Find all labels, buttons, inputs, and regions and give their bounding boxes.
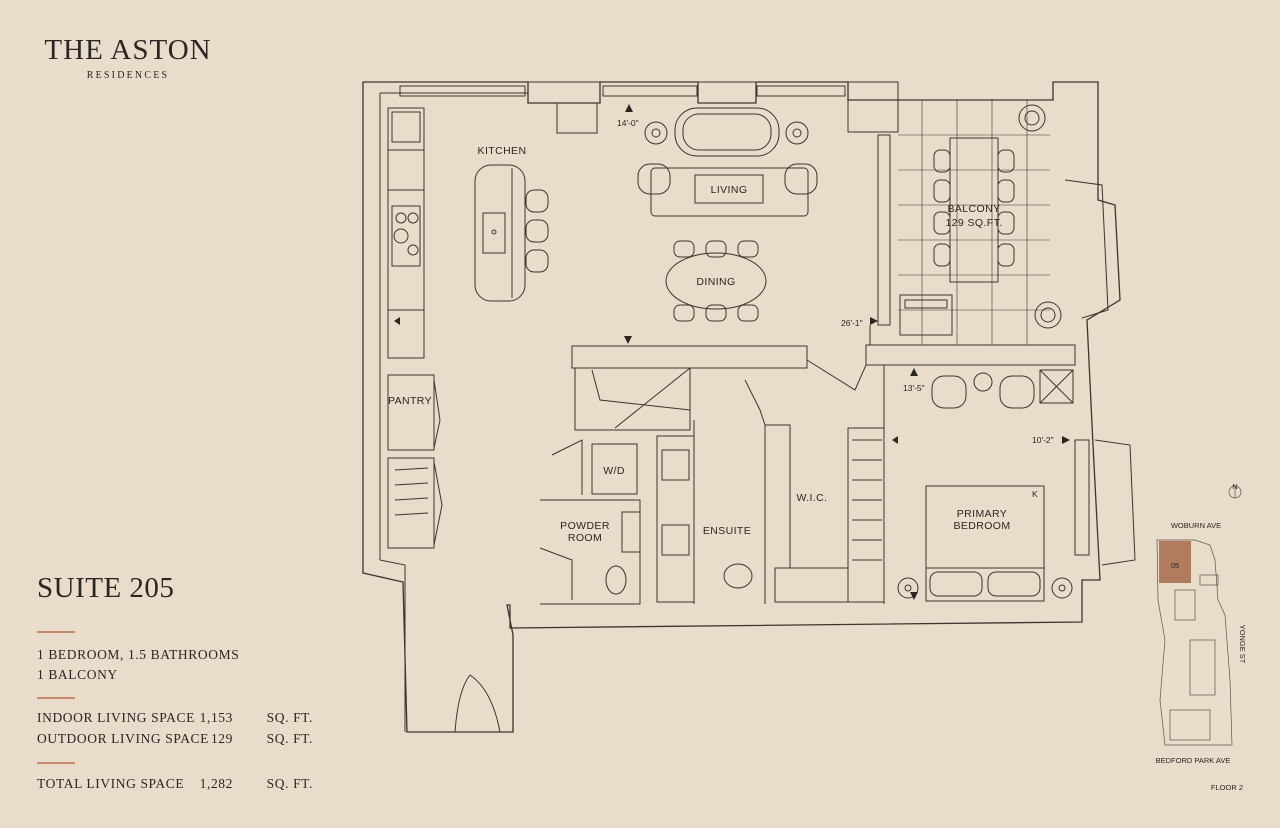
floor-label: FLOOR 2 xyxy=(1211,783,1243,792)
outdoor-unit: SQ. FT. xyxy=(266,731,313,746)
dimension-bedroom-width: 13'-5" xyxy=(903,383,925,393)
outdoor-value: 129 xyxy=(210,731,233,746)
indoor-value: 1,153 xyxy=(199,710,233,725)
indoor-unit: SQ. FT. xyxy=(266,710,313,725)
room-label-powder-room: ROOM xyxy=(568,532,602,544)
room-label-pantry: PANTRY xyxy=(388,395,432,407)
room-label-wd: W/D xyxy=(603,465,625,477)
dimension-living: 14'-0" xyxy=(617,118,639,128)
key-plan-unit-highlight xyxy=(1159,541,1191,583)
street-woburn: WOBURN AVE xyxy=(1171,521,1221,530)
dimension-dining: 26'-1" xyxy=(841,318,863,328)
brand-title: THE ASTON xyxy=(44,34,212,66)
bed-size-mark: K xyxy=(1032,489,1038,499)
total-value: 1,282 xyxy=(199,776,233,791)
suite-config: 1 BEDROOM, 1.5 BATHROOMS xyxy=(37,647,240,662)
divider xyxy=(37,631,75,633)
suite-title: SUITE 205 xyxy=(37,572,175,604)
balcony-area: 129 SQ.FT. xyxy=(945,217,1002,229)
outdoor-label: OUTDOOR LIVING SPACE xyxy=(37,731,210,746)
key-plan: N WOBURN AVE YONGE ST BEDFORD PARK AVE 0… xyxy=(1156,482,1247,792)
dimension-bedroom-depth: 10'-2" xyxy=(1032,435,1054,445)
suite-balcony: 1 BALCONY xyxy=(37,667,118,682)
indoor-label: INDOOR LIVING SPACE xyxy=(37,710,195,725)
divider xyxy=(37,697,75,699)
street-bedford: BEDFORD PARK AVE xyxy=(1156,756,1231,765)
room-label-wic: W.I.C. xyxy=(797,492,828,504)
room-label-primary: PRIMARY xyxy=(957,508,1007,520)
north-indicator: N xyxy=(1232,482,1237,491)
room-label-ensuite: ENSUITE xyxy=(703,525,751,537)
brand-subtitle: RESIDENCES xyxy=(86,70,170,81)
room-label-living: LIVING xyxy=(711,184,748,196)
total-label: TOTAL LIVING SPACE xyxy=(37,776,185,791)
room-label-bedroom: BEDROOM xyxy=(953,520,1010,532)
brand-logo: THE ASTON RESIDENCES xyxy=(37,34,219,81)
key-plan-unit-number: 05 xyxy=(1171,561,1179,570)
divider xyxy=(37,762,75,764)
room-label-dining: DINING xyxy=(696,276,735,288)
street-yonge: YONGE ST xyxy=(1238,625,1247,664)
room-label-kitchen: KITCHEN xyxy=(478,145,527,157)
room-label-powder: POWDER xyxy=(560,520,610,532)
total-unit: SQ. FT. xyxy=(266,776,313,791)
room-label-balcony: BALCONY xyxy=(948,203,1001,215)
